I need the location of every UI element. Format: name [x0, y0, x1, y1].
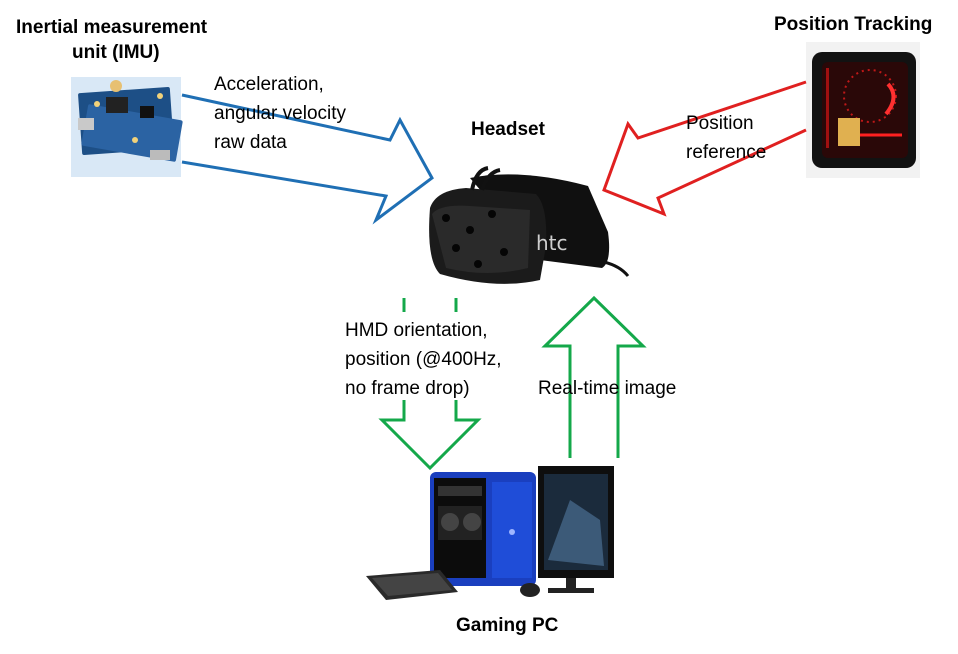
tracking-arrow	[602, 80, 807, 217]
pc-to-headset-arrow	[541, 295, 647, 458]
hmd-edge-label-line3: no frame drop)	[345, 378, 470, 399]
tracking-edge-label-line1: Position	[686, 113, 754, 134]
imu-edge-label-line3: raw data	[214, 132, 287, 153]
imu-title-line2: unit (IMU)	[72, 42, 160, 63]
hmd-to-pc-arrow	[378, 400, 482, 471]
headset-image: htc	[429, 166, 630, 284]
svg-text:htc: htc	[536, 231, 568, 255]
pc-title: Gaming PC	[456, 615, 559, 636]
headset-title: Headset	[471, 119, 545, 140]
image-edge-label: Real-time image	[538, 378, 677, 399]
imu-title-line1: Inertial measurement	[16, 17, 208, 38]
imu-arrow	[181, 93, 434, 225]
tracking-edge-label-line2: reference	[686, 142, 767, 163]
pc-image	[366, 466, 614, 600]
tracking-title: Position Tracking	[774, 14, 933, 35]
hmd-edge-label-line2: position (@400Hz,	[345, 349, 502, 370]
imu-edge-label-line2: angular velocity	[214, 103, 347, 124]
tracking-image	[806, 42, 920, 178]
imu-image	[71, 77, 183, 177]
imu-edge-label-line1: Acceleration,	[214, 74, 324, 95]
hmd-edge-label-line1: HMD orientation,	[345, 320, 488, 341]
